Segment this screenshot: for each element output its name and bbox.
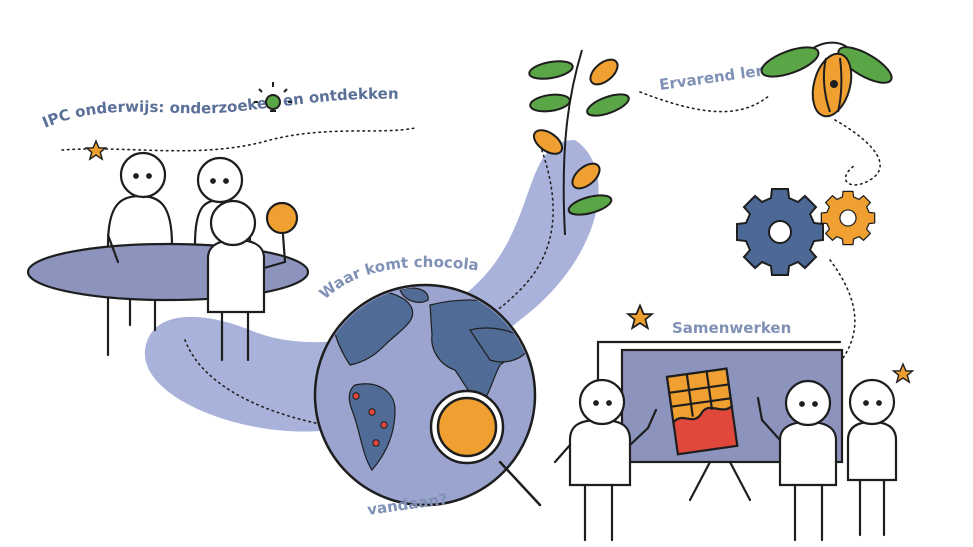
person (553, 378, 658, 542)
cocoa-pod-icon (760, 41, 893, 118)
round-table (26, 242, 310, 302)
title-underline (61, 127, 416, 152)
person (206, 199, 299, 362)
table-to-globe-line (184, 339, 326, 426)
magnifier-icon (429, 389, 542, 507)
research-table-group (26, 151, 310, 362)
chocolate-bar-icon (665, 367, 739, 456)
person (846, 378, 898, 537)
star-icon (84, 139, 108, 161)
lightbulb-icon (254, 82, 292, 112)
gear-icon (736, 188, 876, 276)
magnifier-icon (265, 201, 299, 235)
page-title: IPC onderwijs: onderzoeken en ontdekken (40, 85, 399, 132)
person (756, 379, 838, 542)
globe-icon (313, 283, 537, 507)
star-icon (891, 362, 915, 384)
pod-to-gear-line (834, 119, 881, 186)
experience-line (639, 91, 771, 113)
cocoa-plant-icon (528, 49, 630, 236)
star-icon (625, 303, 655, 331)
gear-to-board-line (819, 259, 856, 386)
person (106, 151, 174, 247)
background-swoosh (144, 140, 599, 432)
collaboration-label: Samenwerken (672, 319, 791, 337)
collaboration-group (553, 340, 898, 542)
